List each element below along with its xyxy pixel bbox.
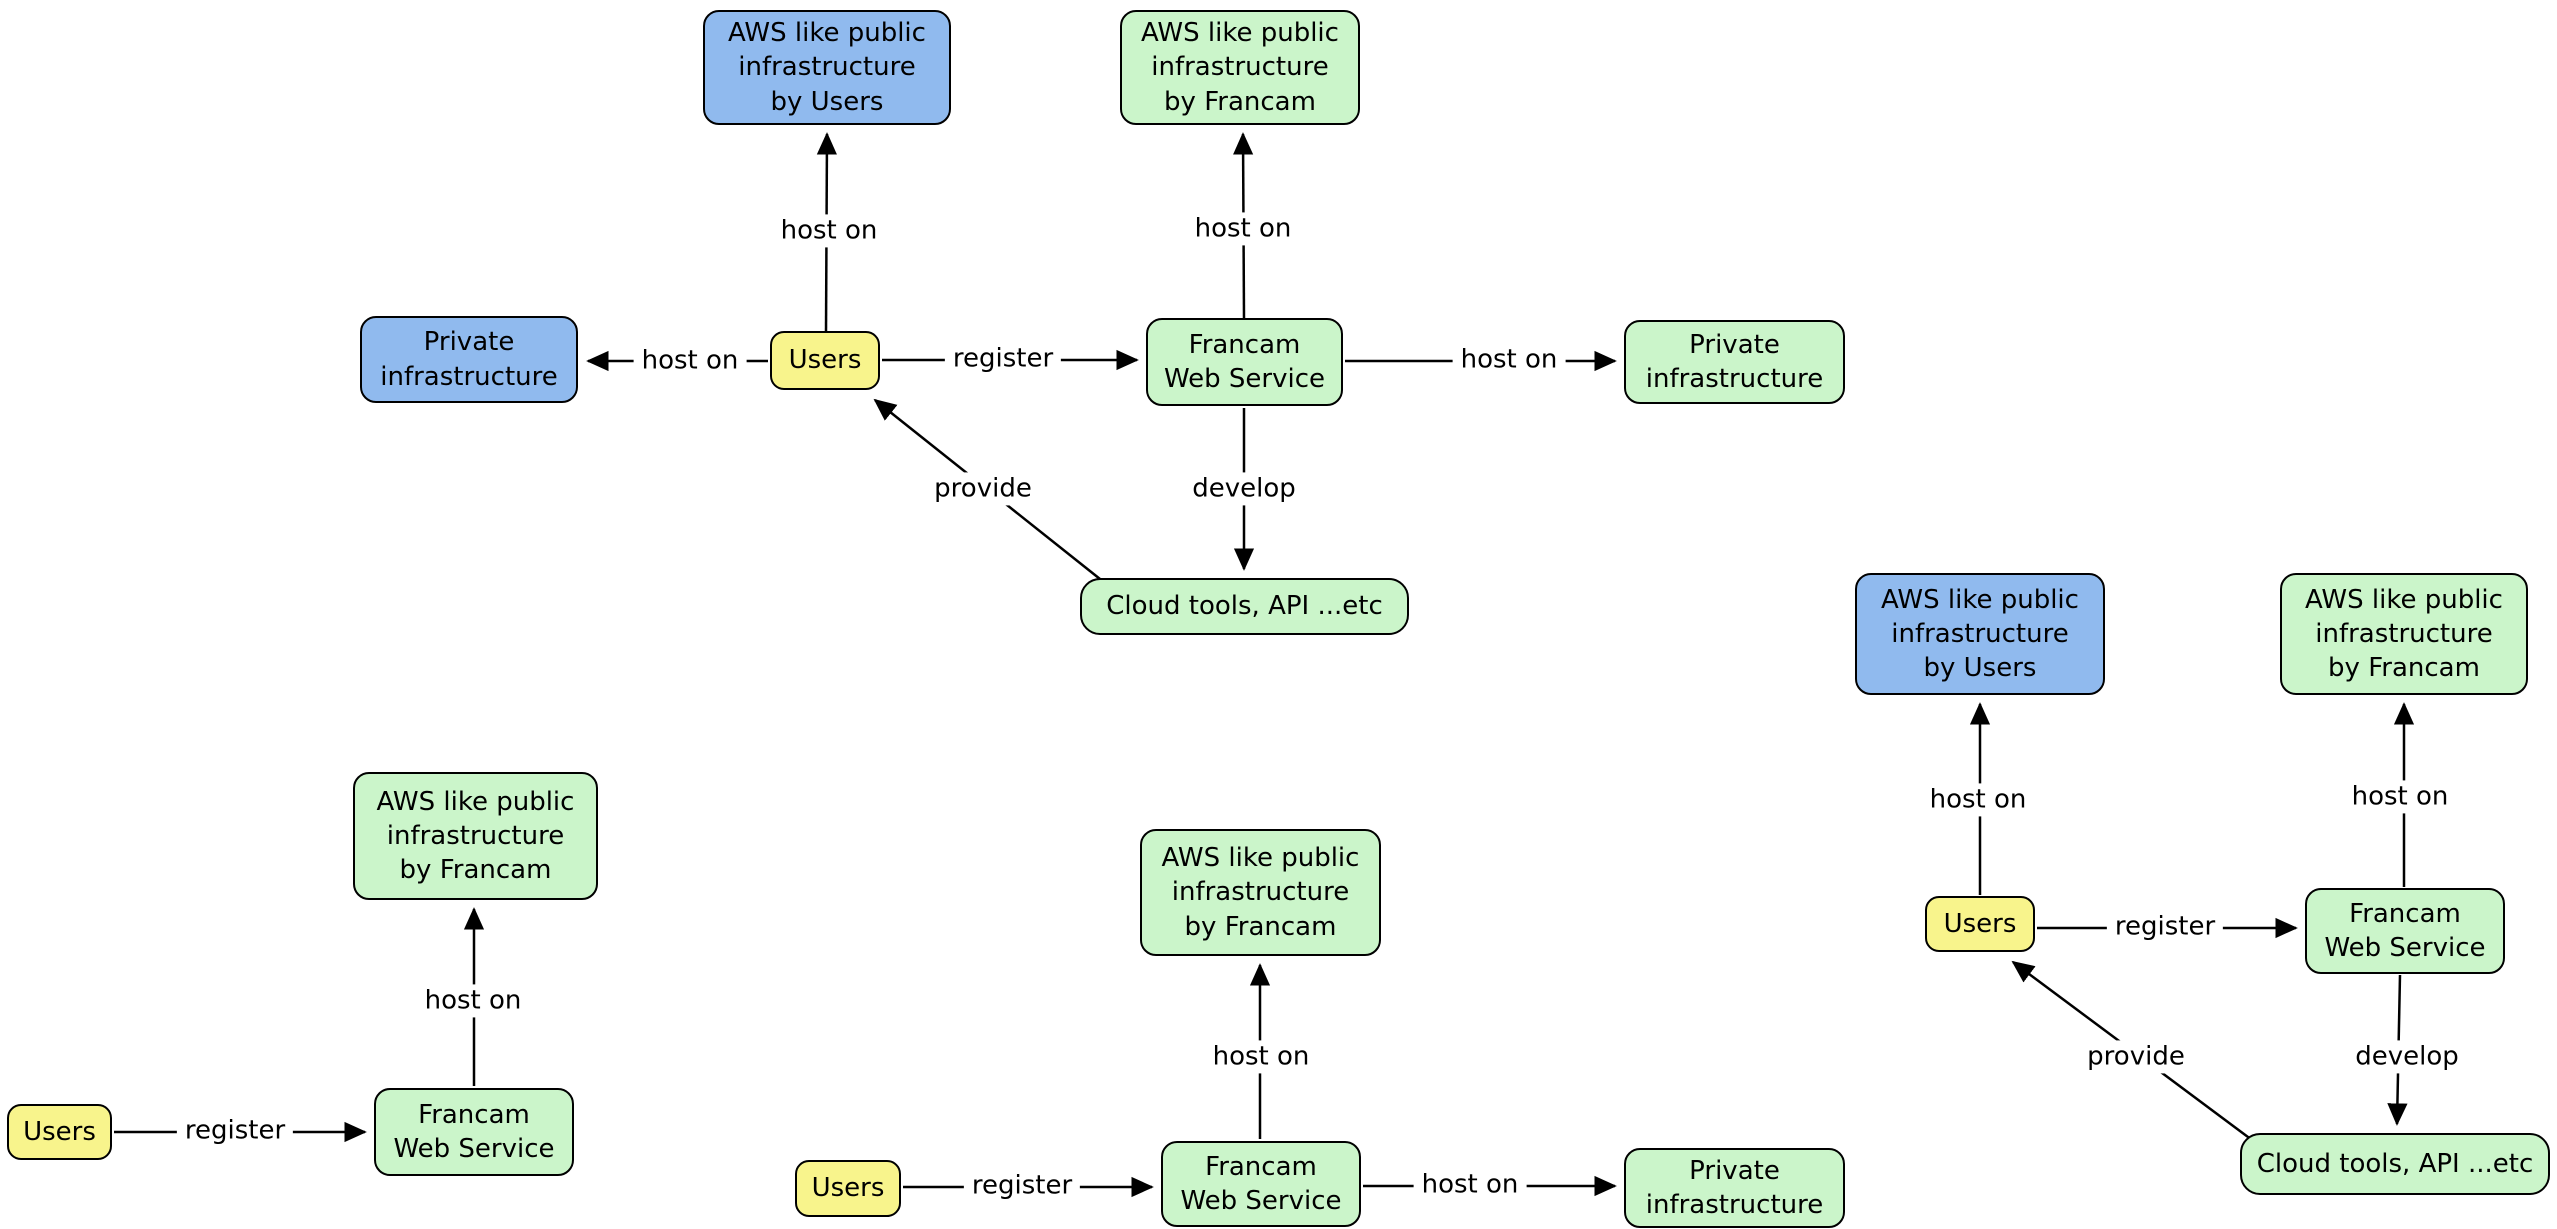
right-node-aws-infra-by-francam: AWS like public infrastructure by Franca…	[2280, 573, 2528, 695]
right-node-francam-web-service: Francam Web Service	[2305, 888, 2505, 974]
right-edge-label-develop: develop	[2347, 1040, 2467, 1074]
top-node-francam-web-service: Francam Web Service	[1146, 318, 1343, 406]
top-edge-label-register: register	[944, 342, 1062, 376]
top-edge-label-host-on-francam-aws: host on	[1186, 212, 1300, 246]
top-edge-label-provide: provide	[926, 472, 1040, 506]
right-edge-label-register: register	[2106, 910, 2224, 944]
bottom-middle-edge-label-host-on-up: host on	[1204, 1040, 1318, 1074]
top-edge-label-develop: develop	[1184, 472, 1304, 506]
bottom-middle-edge-label-host-on-private: host on	[1413, 1168, 1527, 1202]
bottom-left-edge-label-register: register	[176, 1114, 294, 1148]
bottom-left-node-aws-infra-by-francam: AWS like public infrastructure by Franca…	[353, 772, 598, 900]
bottom-middle-edge-label-register: register	[963, 1169, 1081, 1203]
top-node-aws-infra-by-francam: AWS like public infrastructure by Franca…	[1120, 10, 1360, 125]
right-edge-label-provide: provide	[2079, 1040, 2193, 1074]
top-edge-label-host-on-private-right: host on	[1452, 343, 1566, 377]
bottom-middle-node-private-infra: Private infrastructure	[1624, 1148, 1845, 1228]
right-node-users: Users	[1925, 896, 2035, 952]
bottom-middle-node-francam-web-service: Francam Web Service	[1161, 1141, 1361, 1227]
right-node-cloud-tools: Cloud tools, API ...etc	[2240, 1133, 2550, 1195]
bottom-left-node-francam-web-service: Francam Web Service	[374, 1088, 574, 1176]
top-node-private-infra-left: Private infrastructure	[360, 316, 578, 403]
bottom-middle-node-aws-infra-by-francam: AWS like public infrastructure by Franca…	[1140, 829, 1381, 956]
top-node-aws-infra-by-users: AWS like public infrastructure by Users	[703, 10, 951, 125]
bottom-left-node-users: Users	[7, 1104, 112, 1160]
right-node-aws-infra-by-users: AWS like public infrastructure by Users	[1855, 573, 2105, 695]
top-node-users: Users	[770, 331, 880, 390]
top-node-private-infra-right: Private infrastructure	[1624, 320, 1845, 404]
top-edge-label-host-on-users-aws: host on	[772, 214, 886, 248]
top-edge-label-host-on-private-left: host on	[633, 344, 747, 378]
bottom-middle-node-users: Users	[795, 1160, 901, 1217]
right-edge-label-host-on-francam-aws: host on	[2343, 780, 2457, 814]
bottom-left-edge-label-host-on: host on	[416, 984, 530, 1018]
top-node-cloud-tools: Cloud tools, API ...etc	[1080, 578, 1409, 635]
right-edge-label-host-on-users-aws: host on	[1921, 783, 2035, 817]
